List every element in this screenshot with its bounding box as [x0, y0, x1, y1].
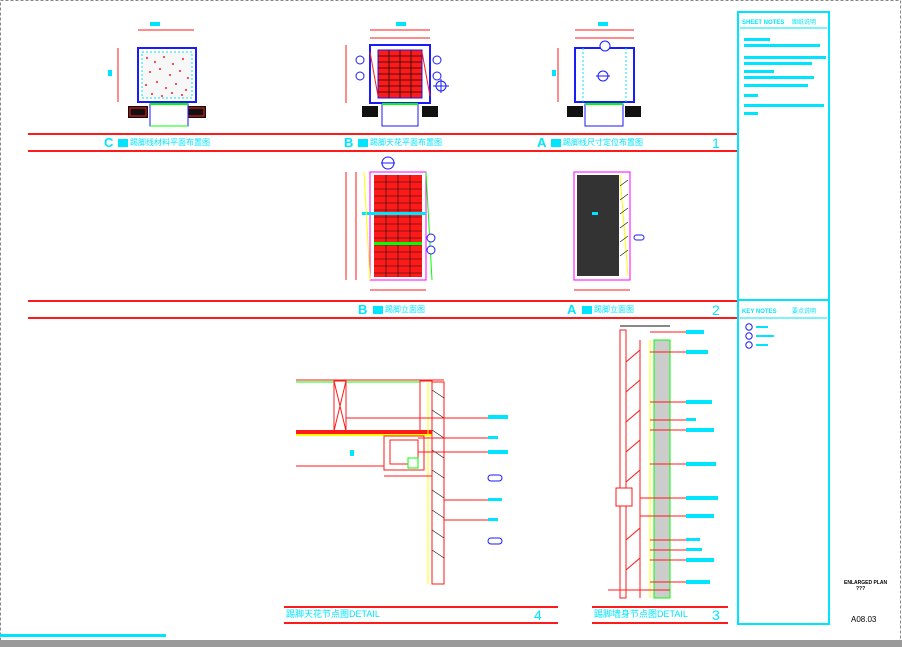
view-a-elevation [573, 171, 645, 291]
bottom-scrollbar[interactable] [0, 640, 902, 647]
view-a-dimension-plan [552, 22, 641, 127]
sheet-code: A08.03 [851, 615, 877, 624]
row1-captions: C 踢脚线材料平面布置图 B 踢脚天花平面布置图 A 踢脚线尺寸定位布置图 1 [104, 135, 720, 151]
view-c-material-plan [108, 22, 206, 127]
view-b-elevation [345, 156, 436, 291]
row2-captions: B 踢脚立面图 A 踢脚立面图 2 [358, 302, 720, 318]
view-letter: B [344, 135, 353, 150]
view-letter: A [537, 135, 547, 150]
key-notes-title: KEY NOTES [742, 309, 777, 315]
view-caption: 踢脚线材料平面布置图 [130, 137, 210, 147]
sheet-notes-title: SHEET NOTES [742, 20, 784, 26]
view-letter: A [567, 302, 577, 317]
view-letter: B [358, 302, 367, 317]
detail-caption: 踢脚墙身节点图DETAIL [594, 608, 688, 619]
view-caption: 踢脚天花平面布置图 [370, 137, 442, 147]
detail-number: 4 [534, 607, 542, 623]
view-b-ceiling-plan [345, 22, 449, 127]
view-caption: 踢脚立面图 [594, 304, 634, 314]
drawing-label-2: ??? [856, 586, 865, 592]
detail-number: 3 [712, 607, 720, 623]
drawing-label: ENLARGED PLAN [844, 580, 887, 586]
key-notes-subtitle: 要点说明 [792, 307, 816, 315]
detail-3-wall-node: 踢脚墙身节点图DETAIL 3 [592, 325, 728, 624]
view-letter: C [104, 135, 114, 150]
view-caption: 踢脚线尺寸定位布置图 [563, 137, 643, 147]
title-block: SHEET NOTES 图纸说明 KEY NOTES 要点说明 ENLARGED… [737, 11, 887, 625]
detail-caption: 踢脚天花节点图DETAIL [286, 608, 380, 619]
sheet-number: 2 [712, 302, 720, 318]
detail-4-ceiling-node: 踢脚天花节点图DETAIL 4 [284, 379, 558, 624]
progress-strip [0, 634, 166, 637]
view-caption: 踢脚立面图 [385, 304, 425, 314]
sheet-notes-subtitle: 图纸说明 [792, 18, 816, 26]
sheet-number: 1 [712, 135, 720, 151]
